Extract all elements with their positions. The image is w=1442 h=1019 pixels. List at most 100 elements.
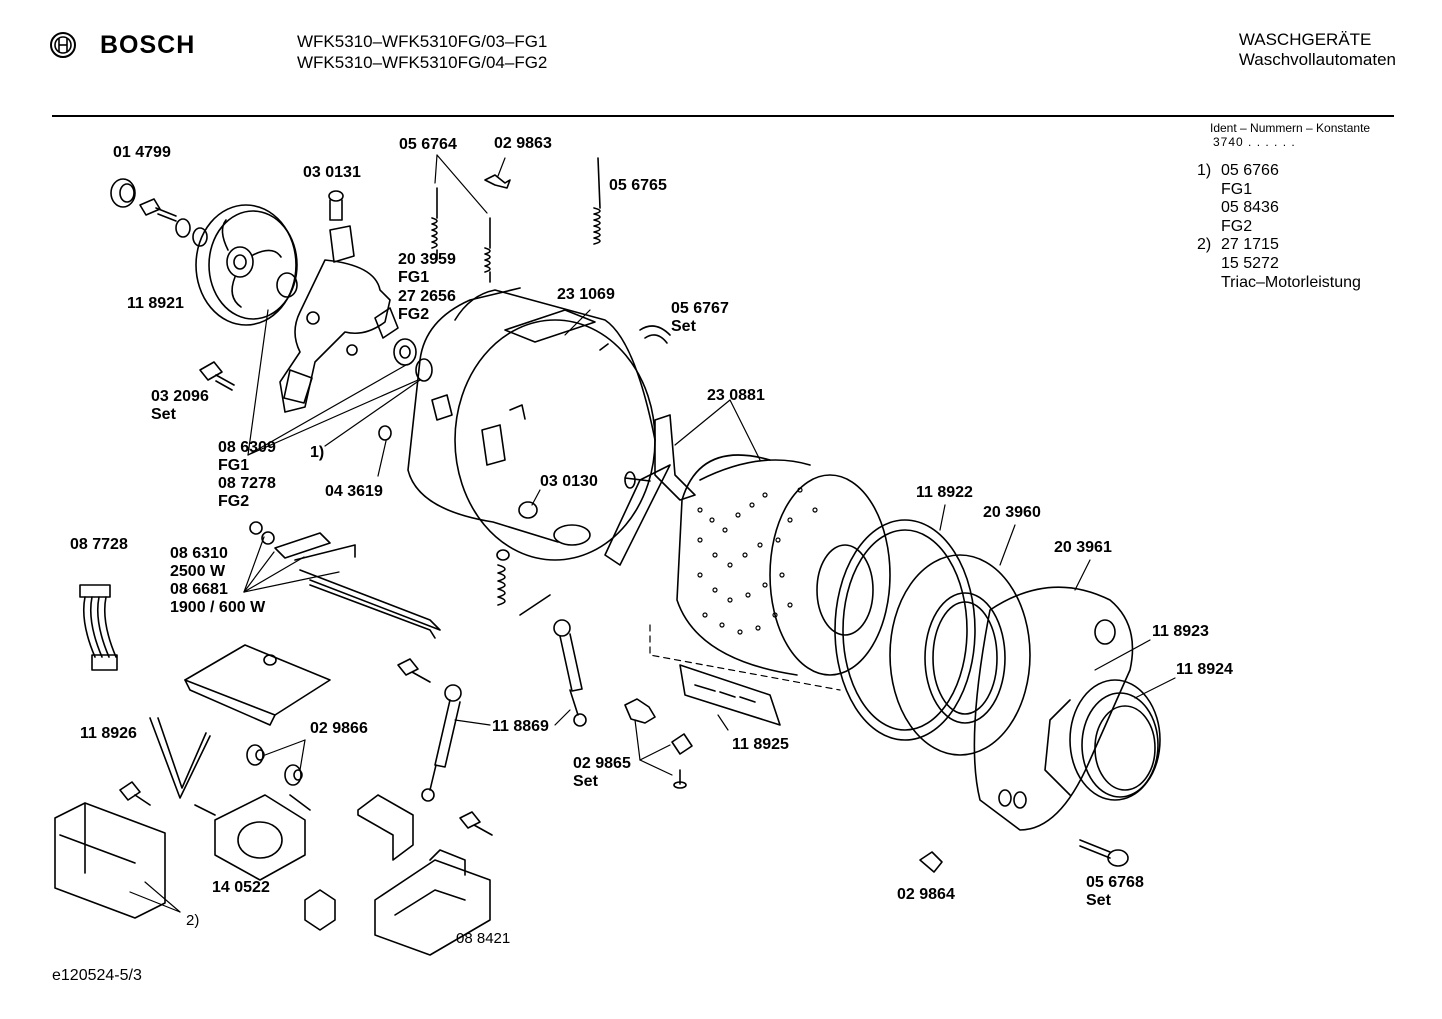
bracket-part bbox=[304, 889, 336, 931]
part-label: 2500 W bbox=[170, 563, 226, 580]
spring-part bbox=[496, 549, 551, 616]
notes-list: 1) 05 6766 FG1 05 8436 FG2 2) 27 1715 15 5… bbox=[1197, 162, 1361, 292]
category-subtitle: Waschvollautomaten bbox=[1238, 50, 1396, 69]
screw-part bbox=[397, 658, 431, 683]
part-label: 11 8923 bbox=[1152, 623, 1209, 640]
document-code: e120524-5/3 bbox=[52, 967, 142, 984]
header-rule bbox=[52, 115, 1394, 117]
bearing-bush-part bbox=[110, 178, 208, 247]
part-label: 11 8922 bbox=[916, 484, 973, 501]
part-label: FG1 bbox=[398, 269, 430, 286]
heater-element-part bbox=[249, 521, 441, 639]
note-value: 05 8436 bbox=[1221, 199, 1279, 217]
drive-belt-part bbox=[149, 717, 211, 799]
part-label: 08 7278 bbox=[218, 475, 276, 492]
part-label: 03 0130 bbox=[540, 473, 598, 490]
part-label: Set bbox=[671, 318, 696, 335]
seal-ring-part bbox=[834, 519, 976, 741]
part-label: 20 3960 bbox=[983, 504, 1041, 521]
note-value: 27 1715 bbox=[1221, 236, 1279, 254]
part-label: 04 3619 bbox=[325, 483, 383, 500]
note-key: 1) bbox=[1197, 162, 1212, 179]
door-lock-part bbox=[374, 849, 491, 956]
note-value: Triac–Motorleistung bbox=[1221, 273, 1361, 291]
bracket-part bbox=[357, 794, 414, 861]
screw-part bbox=[199, 361, 235, 391]
part-label: 14 0522 bbox=[212, 879, 270, 896]
reference-label: 2) bbox=[186, 912, 200, 929]
part-label: 20 3961 bbox=[1054, 539, 1112, 556]
mounting-plate-part bbox=[184, 644, 331, 726]
part-label: 27 2656 bbox=[398, 288, 456, 305]
screw-part bbox=[119, 781, 151, 806]
part-label: 23 0881 bbox=[707, 387, 765, 404]
screw-part bbox=[459, 811, 493, 836]
note-row: Triac–Motorleistung bbox=[1197, 274, 1361, 293]
shock-absorber-part bbox=[421, 619, 587, 802]
drum-spider-part bbox=[604, 414, 696, 566]
pulley-wheel-part bbox=[195, 204, 298, 326]
part-label: 23 1069 bbox=[557, 286, 615, 303]
part-label: 08 6309 bbox=[218, 439, 276, 456]
screw-part bbox=[624, 698, 693, 789]
tub-part bbox=[407, 287, 656, 561]
drum-cross-carrier-part bbox=[279, 225, 399, 413]
screw-part bbox=[1079, 839, 1129, 867]
part-label: 1900 / 600 W bbox=[170, 599, 266, 616]
note-key: 2) bbox=[1197, 236, 1212, 254]
part-label: 11 8925 bbox=[732, 736, 789, 753]
screw-part bbox=[328, 190, 344, 221]
note-value: 05 6766 bbox=[1221, 162, 1279, 179]
part-label: 05 6768 bbox=[1086, 874, 1144, 891]
part-label: FG2 bbox=[218, 493, 250, 510]
baffle-part bbox=[679, 664, 781, 726]
clip-part bbox=[639, 325, 671, 344]
door-seal-part bbox=[1044, 679, 1161, 801]
part-label: 08 7728 bbox=[70, 536, 128, 553]
model-list: WFK5310–WFK5310FG/03–FG1 WFK5310–WFK5310… bbox=[297, 31, 547, 73]
note-row: 05 8436 bbox=[1197, 199, 1361, 218]
drum-part bbox=[676, 454, 891, 676]
part-label: 02 9865 bbox=[573, 755, 631, 772]
part-label: 05 6765 bbox=[609, 177, 667, 194]
rubber-bush-part bbox=[246, 744, 303, 786]
part-label: 02 9863 bbox=[494, 135, 552, 152]
category-title: WASCHGERÄTE bbox=[1238, 30, 1372, 49]
part-label: Set bbox=[1086, 892, 1111, 909]
part-label: 02 9864 bbox=[897, 886, 955, 903]
front-tub-ring-part bbox=[889, 554, 1031, 756]
part-label: Set bbox=[573, 773, 598, 790]
note-row: FG1 bbox=[1197, 181, 1361, 200]
note-row: FG2 bbox=[1197, 218, 1361, 237]
part-label: 11 8921 bbox=[127, 295, 184, 312]
control-module-part bbox=[54, 802, 166, 919]
clip-part bbox=[484, 174, 511, 189]
wire-harness-part bbox=[79, 584, 118, 671]
assembly-guide-line bbox=[649, 624, 841, 691]
note-row: 2) 27 1715 bbox=[1197, 236, 1361, 255]
reference-label: 1) bbox=[310, 444, 325, 461]
part-label: 20 3959 bbox=[398, 251, 456, 268]
part-label: 03 0131 bbox=[303, 164, 361, 181]
drum-perforation-pattern bbox=[697, 487, 818, 635]
part-label: 05 6764 bbox=[399, 136, 457, 153]
part-label: FG1 bbox=[218, 457, 250, 474]
spring-part bbox=[593, 157, 601, 245]
ident-heading: Ident – Nummern – Konstante bbox=[1210, 121, 1371, 135]
part-label: 08 8421 bbox=[456, 930, 511, 947]
part-label: 05 6767 bbox=[671, 300, 729, 317]
part-label: 11 8924 bbox=[1176, 661, 1233, 678]
note-row: 15 5272 bbox=[1197, 255, 1361, 274]
spring-part bbox=[431, 187, 491, 283]
part-label: 11 8869 bbox=[492, 718, 549, 735]
bearing-part bbox=[393, 338, 433, 382]
ident-constant: 3740 . . . . . . bbox=[1213, 135, 1296, 149]
note-row: 1) 05 6766 bbox=[1197, 162, 1361, 181]
category-block: WASCHGERÄTE Waschvollautomaten bbox=[1239, 30, 1396, 70]
bosch-logo-icon bbox=[50, 32, 76, 58]
part-label: 02 9866 bbox=[310, 720, 368, 737]
model-line: WFK5310–WFK5310FG/03–FG1 bbox=[297, 32, 548, 51]
part-label: 01 4799 bbox=[113, 144, 171, 161]
part-label: 11 8926 bbox=[80, 725, 137, 742]
